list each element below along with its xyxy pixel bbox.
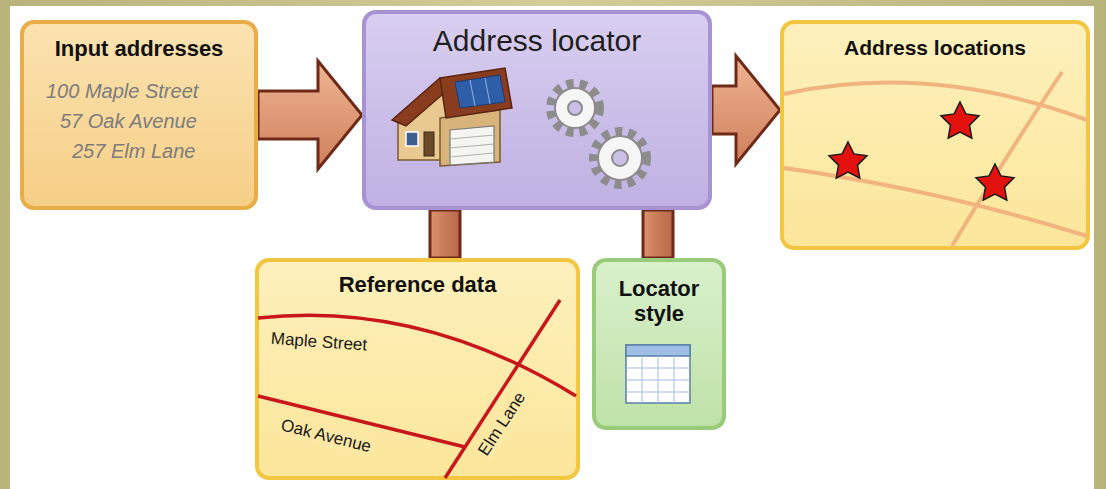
- box-title: Address locator: [433, 24, 641, 59]
- solar-panel: [455, 75, 505, 108]
- map-road: [258, 315, 576, 396]
- gear-body: [555, 88, 595, 128]
- table-grid-line: [626, 380, 690, 381]
- reference-map: [258, 300, 576, 478]
- street-label: Elm Lane: [473, 387, 531, 461]
- text-slot: Reference data: [259, 272, 576, 297]
- table-header: [626, 345, 690, 356]
- map-road: [952, 72, 1062, 246]
- table-grid-line: [674, 356, 675, 403]
- table-grid-line: [642, 356, 643, 403]
- data-box: Reference dataMaple StreetOak Avenue Elm …: [255, 258, 580, 480]
- table-grid-line: [626, 368, 690, 369]
- text-slot: 100 Maple Street: [46, 80, 198, 103]
- gear-hole: [568, 101, 582, 115]
- garage-door-line: [450, 153, 494, 157]
- location-star: [829, 142, 867, 178]
- style-box: Locator style: [592, 258, 726, 430]
- solar-panel-line: [485, 78, 490, 104]
- house-window: [406, 132, 418, 146]
- street-label: Maple Street: [268, 329, 370, 356]
- solar-panel-line: [470, 80, 475, 106]
- result-map: [784, 72, 1087, 246]
- map-road: [784, 168, 1087, 236]
- text-slot: Address locator: [366, 24, 708, 59]
- text-slot: Input addresses: [24, 36, 254, 61]
- text-slot: 257 Elm Lane: [72, 140, 195, 163]
- table-icon: [626, 345, 690, 403]
- address-text: 100 Maple Street: [46, 80, 198, 103]
- garage-door-line: [450, 135, 494, 139]
- gear-icon: [594, 132, 646, 184]
- text-slot: Maple Street: [268, 329, 370, 356]
- address-stars: [829, 102, 1014, 200]
- text-slot: Oak Avenue: [277, 415, 375, 457]
- connector-bar: [643, 210, 673, 258]
- address-text: 57 Oak Avenue: [60, 110, 197, 133]
- map-road: [258, 396, 465, 447]
- block-arrow: [258, 61, 362, 169]
- garage-wall: [440, 110, 500, 166]
- table-body: [626, 345, 690, 403]
- text-slot: Address locations: [784, 36, 1086, 60]
- address-text: 257 Elm Lane: [72, 140, 195, 163]
- process-box: Address locator: [362, 10, 712, 210]
- text-slot: 57 Oak Avenue: [60, 110, 197, 133]
- box-title: Reference data: [339, 272, 497, 297]
- gear-teeth: [594, 132, 646, 184]
- table-grid-line: [626, 392, 690, 393]
- location-star: [941, 102, 979, 138]
- block-arrow: [712, 56, 780, 164]
- box-title: Locator style: [600, 276, 718, 327]
- house-roof: [440, 68, 512, 118]
- text-slot: Locator style: [600, 276, 718, 327]
- box-title: Input addresses: [55, 36, 224, 61]
- house-door: [424, 132, 434, 156]
- house-wall: [398, 84, 470, 160]
- gear-hole: [612, 150, 628, 166]
- text-slot: Elm Lane: [473, 387, 531, 461]
- street-label: Oak Avenue: [277, 415, 375, 457]
- connector-bar: [430, 210, 460, 258]
- table-grid-line: [658, 356, 659, 403]
- output-box: Address locations: [780, 20, 1090, 250]
- input-box: Input addresses 100 Maple Street 57 Oak Av…: [20, 20, 258, 210]
- garage-door-line: [450, 144, 494, 148]
- garage-door: [450, 126, 494, 165]
- box-title: Address locations: [844, 36, 1026, 60]
- house-roof: [392, 78, 452, 126]
- gear-teeth: [551, 84, 599, 132]
- gear-body: [598, 136, 642, 180]
- house-icon: [392, 68, 512, 166]
- table-grid: [626, 356, 690, 403]
- map-road: [784, 83, 1087, 120]
- location-star: [976, 164, 1014, 200]
- map-road: [445, 300, 560, 478]
- gear-icon: [551, 84, 599, 132]
